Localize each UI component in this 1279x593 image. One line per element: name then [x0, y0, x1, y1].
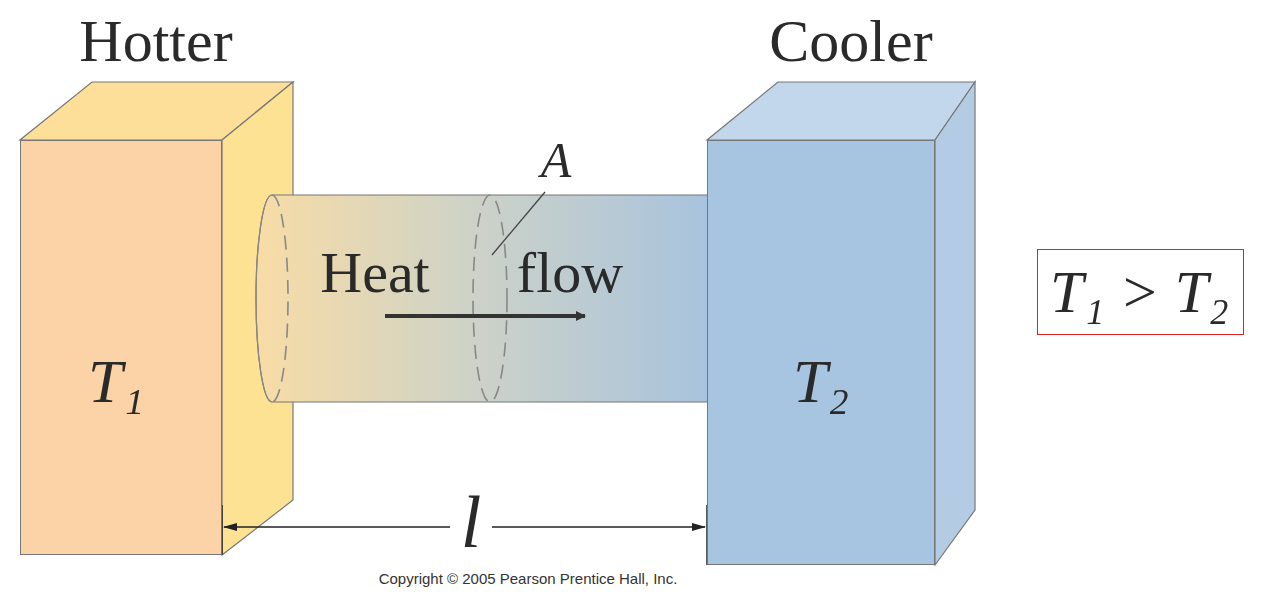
- temperature-label: T₂: [793, 350, 849, 412]
- flow-arrow: [385, 314, 470, 318]
- temperature-label: T₁: [88, 350, 144, 412]
- rod-body: [256, 195, 712, 402]
- hot-block: HotterT₁: [20, 140, 222, 555]
- flow-label: flow: [517, 244, 623, 302]
- block-side-face: [935, 82, 975, 565]
- block-top-face: [707, 82, 975, 140]
- flow-arrow: [470, 314, 585, 318]
- cross-section: [473, 195, 507, 402]
- area-label: A: [541, 135, 572, 185]
- block-heading: Cooler: [769, 11, 932, 71]
- length-label: l: [457, 485, 486, 559]
- rod-end-hidden: [272, 195, 288, 402]
- conducting-rod: Heat flow: [258, 195, 710, 402]
- condition-text: T₁ > T₂: [1050, 262, 1229, 322]
- cool-block: CoolerT₂: [707, 140, 935, 565]
- condition-box: T₁ > T₂: [1037, 249, 1244, 335]
- flow-label: Heat: [320, 244, 430, 302]
- block-heading: Hotter: [79, 11, 232, 71]
- dimension-line: [224, 526, 450, 528]
- rod-end: [256, 195, 272, 402]
- copyright-notice: Copyright © 2005 Pearson Prentice Hall, …: [379, 571, 678, 586]
- dimension-line: [492, 526, 705, 528]
